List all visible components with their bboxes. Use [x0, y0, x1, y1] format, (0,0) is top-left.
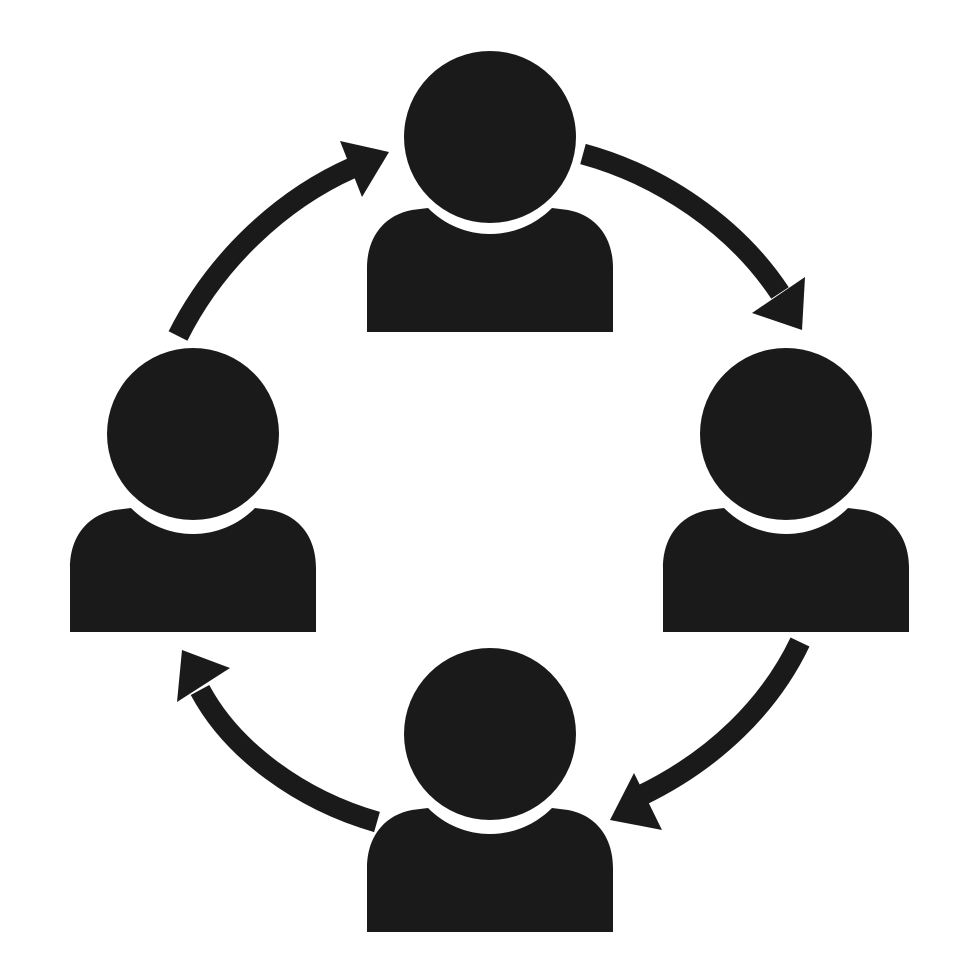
- person-icon: [663, 348, 909, 632]
- curved-arrow-icon: [168, 141, 389, 341]
- curved-arrow-icon: [580, 143, 805, 330]
- person-icon: [367, 51, 613, 332]
- curved-arrow-icon: [177, 650, 380, 833]
- person-icon: [70, 348, 316, 632]
- person-icon: [367, 648, 613, 932]
- curved-arrow-icon: [610, 637, 810, 830]
